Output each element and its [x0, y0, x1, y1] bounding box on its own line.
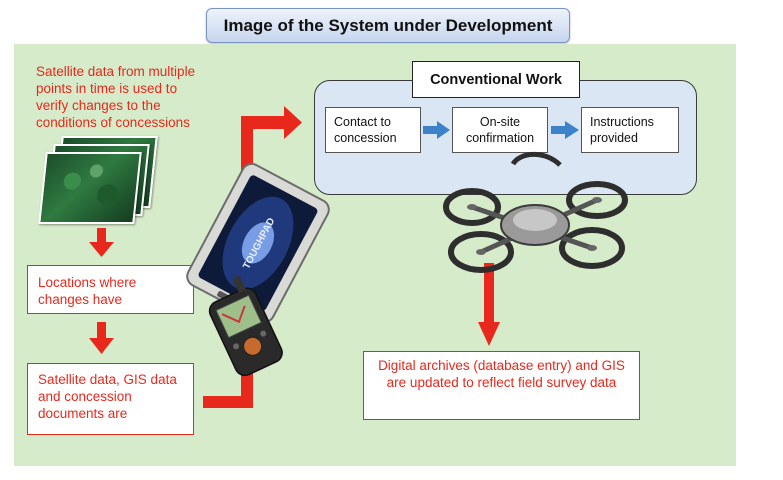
satellite-gis-text: Satellite data, GIS data and concession …	[38, 372, 177, 421]
locations-text: Locations where changes have	[38, 275, 137, 307]
step-contact-concession: Contact to concession	[325, 107, 421, 153]
step-arrow-1-icon	[423, 121, 450, 139]
step-onsite-confirmation: On-site confirmation	[452, 107, 548, 153]
down-arrow-1-icon	[89, 228, 114, 257]
rugged-tablet-icon: TOUGHPAD	[186, 162, 330, 324]
digital-archives-box: Digital archives (database entry) and GI…	[363, 351, 640, 420]
digital-archives-text: Digital archives (database entry) and GI…	[378, 358, 625, 390]
down-arrow-2-icon	[89, 322, 114, 354]
step-instructions-provided: Instructions provided	[581, 107, 679, 153]
quadcopter-drone-icon	[443, 151, 628, 273]
intro-text: Satellite data from multiple points in t…	[36, 64, 196, 130]
conventional-work-title: Conventional Work	[412, 61, 580, 98]
satellite-gis-box: Satellite data, GIS data and concession …	[27, 363, 194, 435]
step-arrow-2-icon	[551, 121, 579, 139]
locations-box: Locations where changes have	[27, 265, 194, 314]
handheld-gps-icon	[208, 275, 283, 377]
diagram-title: Image of the System under Development	[206, 8, 570, 43]
drone-down-arrow-icon	[478, 263, 500, 346]
